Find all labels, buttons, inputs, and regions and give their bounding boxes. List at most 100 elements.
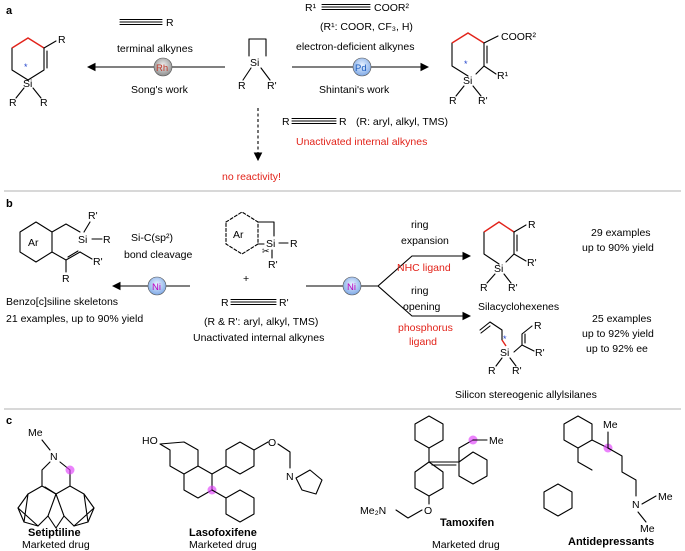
panel-b-label: b bbox=[6, 198, 13, 210]
ring-opening-label-1: ring bbox=[411, 285, 429, 297]
ring-expansion-label-1: ring bbox=[411, 219, 429, 231]
lasofoxifene-structure: HO O N bbox=[142, 435, 323, 523]
svg-text:Si: Si bbox=[266, 238, 275, 250]
svg-text:R: R bbox=[221, 297, 229, 309]
center-alkyne-label: Unactivated internal alkynes bbox=[193, 332, 324, 344]
benzosilacyclobutene: Ar Si R R' ✂ bbox=[225, 211, 298, 271]
svg-text:Me₂N: Me₂N bbox=[360, 505, 386, 517]
electron-deficient-alkyne-reagent: R¹ COOR² bbox=[305, 2, 410, 14]
svg-text:R: R bbox=[528, 219, 536, 231]
silacyclobutane: Si R R' bbox=[238, 38, 277, 92]
antidepressants-name: Antidepressants bbox=[568, 536, 654, 548]
silacyclohexene-product: R R' Si R R' bbox=[480, 219, 537, 294]
ring-expansion-label-2: expansion bbox=[401, 235, 449, 247]
svg-text:*: * bbox=[464, 59, 468, 69]
internal-alkyne-condition: (R: aryl, alkyl, TMS) bbox=[356, 116, 448, 128]
svg-text:Ar: Ar bbox=[233, 229, 244, 241]
svg-text:Me: Me bbox=[28, 427, 43, 439]
bond-cleavage-label: bond cleavage bbox=[124, 249, 192, 261]
rh-catalyst-icon bbox=[153, 57, 173, 77]
shintani-product: COOR² R¹ Si * R R' bbox=[449, 31, 537, 107]
lower-stats-3: up to 92% ee bbox=[586, 343, 648, 355]
svg-text:R¹: R¹ bbox=[305, 2, 317, 14]
pd-condition: (R¹: COOR, CF₃, H) bbox=[320, 21, 413, 33]
svg-text:R: R bbox=[488, 365, 496, 377]
svg-text:O: O bbox=[424, 505, 432, 517]
ni-left-label: Ni bbox=[152, 282, 161, 293]
upper-stats-2: up to 90% yield bbox=[582, 242, 654, 254]
svg-text:R': R' bbox=[535, 347, 545, 359]
svg-text:R': R' bbox=[512, 365, 522, 377]
benzosiline-stats: 21 examples, up to 90% yield bbox=[6, 313, 143, 325]
lower-stats-1: 25 examples bbox=[592, 313, 652, 325]
svg-text:Si: Si bbox=[250, 57, 259, 69]
svg-text:Me: Me bbox=[489, 435, 504, 447]
antidepressant-structure: Me N Me Me bbox=[543, 415, 673, 535]
pd-catalyst-icon bbox=[352, 57, 372, 77]
svg-text:Si: Si bbox=[78, 234, 87, 246]
svg-text:R': R' bbox=[267, 80, 277, 92]
svg-text:R: R bbox=[534, 320, 542, 332]
silacyclohexenes-name: Silacyclohexenes bbox=[478, 301, 559, 313]
svg-text:R: R bbox=[449, 95, 457, 107]
svg-text:R: R bbox=[103, 234, 111, 246]
svg-text:Si: Si bbox=[463, 75, 472, 87]
svg-text:Me: Me bbox=[640, 523, 655, 535]
panel-c-label: c bbox=[6, 415, 12, 427]
phosphorus-ligand-label-1: phosphorus bbox=[398, 322, 453, 334]
allylsilanes-name: Silicon stereogenic allylsilanes bbox=[455, 389, 597, 401]
ni-right-label: Ni bbox=[347, 282, 356, 293]
plus-sign: + bbox=[243, 273, 249, 285]
svg-text:N: N bbox=[286, 471, 294, 483]
internal-alkyne-reagent: R R bbox=[282, 116, 347, 128]
setiptiline-sub: Marketed drug bbox=[22, 539, 90, 551]
svg-text:HO: HO bbox=[142, 435, 158, 447]
svg-text:R': R' bbox=[279, 297, 289, 309]
tamoxifen-name: Tamoxifen bbox=[440, 517, 494, 529]
lasofoxifene-sub: Marketed drug bbox=[189, 539, 257, 551]
svg-text:R: R bbox=[238, 80, 246, 92]
svg-text:N: N bbox=[50, 451, 58, 463]
svg-text:R: R bbox=[62, 273, 70, 285]
allylsilane-product: Si * R R' R R' bbox=[479, 320, 545, 377]
benzosiline-product: Ar Si R R' R' R bbox=[19, 210, 111, 285]
arrow-ring-opening bbox=[377, 285, 472, 321]
benzosiline-name: Benzo[c]siline skeletons bbox=[6, 296, 118, 308]
svg-text:O: O bbox=[268, 437, 276, 449]
svg-text:R: R bbox=[9, 97, 17, 109]
no-reactivity-label: no reactivity! bbox=[222, 171, 281, 183]
svg-text:Me: Me bbox=[658, 491, 673, 503]
si-c-cleavage-label: Si-C(sp²) bbox=[131, 232, 173, 244]
svg-text:Ar: Ar bbox=[28, 237, 39, 249]
lower-stats-2: up to 92% yield bbox=[582, 328, 654, 340]
svg-text:COOR²: COOR² bbox=[501, 31, 537, 43]
setiptiline-name: Setiptiline bbox=[28, 527, 81, 539]
ring-opening-label-2: opening bbox=[403, 301, 441, 313]
song-work-label: Song's work bbox=[131, 84, 189, 96]
svg-text:R: R bbox=[480, 282, 488, 294]
svg-text:*: * bbox=[24, 62, 28, 72]
shintani-work-label: Shintani's work bbox=[319, 84, 390, 96]
center-alkyne: R R' bbox=[221, 297, 289, 309]
pd-label: Pd bbox=[355, 63, 367, 74]
terminal-alkyne-reagent: R bbox=[119, 17, 174, 29]
svg-text:R: R bbox=[290, 238, 298, 250]
svg-text:Si: Si bbox=[500, 347, 509, 359]
center-condition: (R & R': aryl, alkyl, TMS) bbox=[204, 316, 318, 328]
svg-text:R¹: R¹ bbox=[497, 70, 509, 82]
svg-text:Si: Si bbox=[494, 263, 503, 275]
tamoxifen-structure: Me O Me₂N bbox=[360, 415, 504, 519]
svg-text:R': R' bbox=[478, 95, 488, 107]
phosphorus-ligand-label-2: ligand bbox=[409, 336, 437, 348]
svg-text:✂: ✂ bbox=[262, 246, 270, 256]
svg-text:R': R' bbox=[508, 282, 518, 294]
ni-catalyst-right-icon bbox=[342, 276, 362, 296]
upper-stats-1: 29 examples bbox=[591, 227, 651, 239]
svg-text:N: N bbox=[632, 499, 640, 511]
setiptiline-structure: Me N bbox=[17, 427, 95, 529]
svg-text:*: * bbox=[503, 334, 507, 344]
panel-a-label: a bbox=[6, 5, 13, 17]
svg-text:R: R bbox=[339, 116, 347, 128]
song-product: R Si * R R bbox=[9, 34, 66, 109]
